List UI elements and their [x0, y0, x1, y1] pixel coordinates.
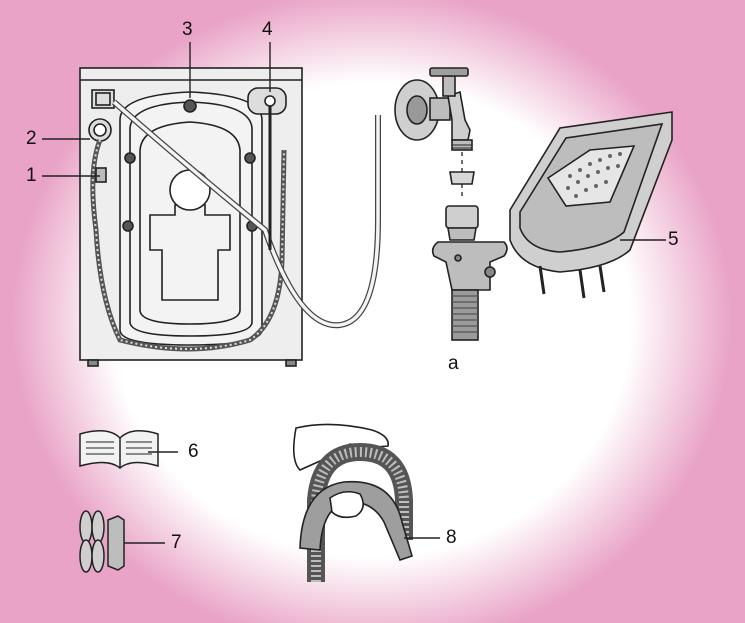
callout-8: 8: [446, 527, 457, 548]
callout-4: 4: [262, 19, 273, 40]
hose-guide-illustration: [292, 423, 440, 582]
callout-1: 1: [26, 165, 37, 186]
callout-5: 5: [668, 229, 679, 250]
manual-booklet-icon: [79, 430, 178, 469]
hose-connector-illustration: [431, 205, 508, 341]
callout-2: 2: [26, 128, 37, 149]
caps-icon: [79, 510, 165, 573]
callout-7: 7: [171, 532, 182, 553]
callout-6: 6: [188, 441, 199, 462]
callout-a: a: [448, 353, 459, 374]
leader-lines-machine: [42, 42, 271, 177]
tray-illustration: [509, 111, 673, 299]
water-tap-illustration: [394, 67, 475, 200]
washing-machine-rear-illustration: [79, 67, 381, 367]
callout-3: 3: [182, 19, 193, 40]
